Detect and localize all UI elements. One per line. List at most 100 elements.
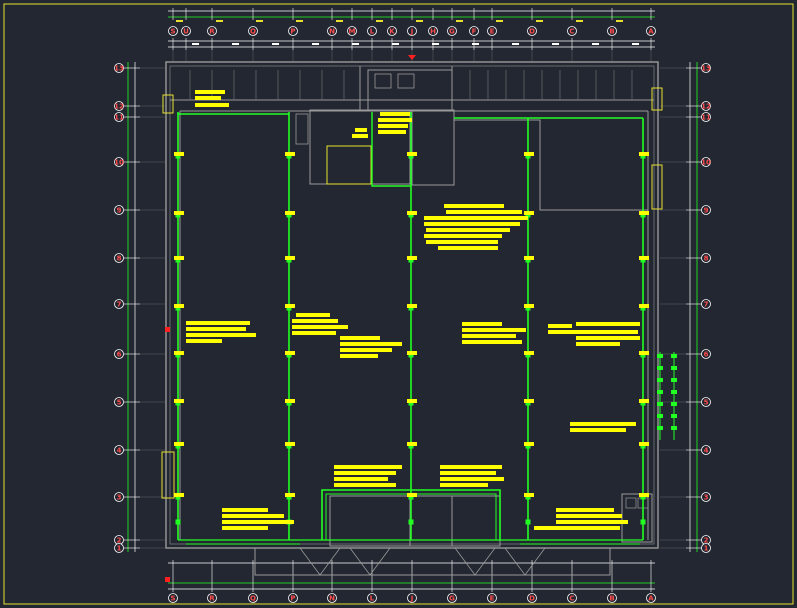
side-bump-left xyxy=(161,451,175,499)
axis-label-right: 3 xyxy=(704,494,709,502)
pipe-branch-center xyxy=(371,112,411,187)
pipe-tag xyxy=(426,240,498,244)
canopy xyxy=(254,548,611,576)
axis-label-top: L xyxy=(370,28,375,36)
axis-bubble-bottom xyxy=(487,593,497,603)
axis-label-bottom: Q xyxy=(250,595,256,603)
pipe-tag xyxy=(186,333,256,337)
pipe-tag xyxy=(222,520,294,524)
pipe-tag xyxy=(222,526,268,530)
dim-text-mark xyxy=(456,20,463,22)
pipe-tag xyxy=(407,351,417,355)
pipe-tag xyxy=(352,134,368,138)
markers xyxy=(165,55,416,582)
pipe-fitting xyxy=(640,519,646,525)
axis-label-left: 1 xyxy=(117,545,122,553)
axis-bubble-right xyxy=(701,63,711,73)
pipe-tag xyxy=(462,340,522,344)
pipe-tag xyxy=(378,118,412,122)
axis-bubble-bottom xyxy=(607,593,617,603)
axis-bubble-top xyxy=(428,26,438,36)
pipe-tag xyxy=(222,508,268,512)
pipe-tag xyxy=(548,330,638,334)
pipe-tag xyxy=(639,304,649,308)
axis-label-top: F xyxy=(472,28,477,36)
pipe-tag xyxy=(378,124,408,128)
axis-label-left: 13 xyxy=(114,65,124,73)
axis-bubble-left xyxy=(114,101,124,111)
dim-text-mark xyxy=(216,20,223,22)
axis-bubble-left xyxy=(114,445,124,455)
pipe-tag xyxy=(407,304,417,308)
outer-wall xyxy=(165,61,659,549)
axis-bubble-top xyxy=(248,26,258,36)
pipe-tag xyxy=(174,399,184,403)
pipe-tag xyxy=(285,211,295,215)
pipe-tag xyxy=(446,210,522,214)
axis-label-right: 2 xyxy=(704,537,709,545)
axis-bubble-bottom xyxy=(447,593,457,603)
pipe-tag xyxy=(440,483,488,487)
axis-label-right: 7 xyxy=(704,301,709,309)
dim-text-mark xyxy=(336,20,343,22)
pipe-tag xyxy=(639,211,649,215)
axis-label-bottom: S xyxy=(170,595,175,603)
axis-bubble-bottom xyxy=(367,593,377,603)
pipe-tag xyxy=(195,90,225,94)
axis-label-top: S xyxy=(170,28,175,36)
pipe-tag xyxy=(407,442,417,446)
pipe-tag xyxy=(438,246,498,250)
axis-bubble-top xyxy=(487,26,497,36)
axis-label-left: 6 xyxy=(117,351,122,359)
dim-text-mark xyxy=(416,20,423,22)
axis-label-bottom: J xyxy=(410,595,414,603)
dim-text-mark xyxy=(376,20,383,22)
axis-label-top: U xyxy=(183,28,189,36)
axis-label-bottom: R xyxy=(209,595,215,603)
stair-core xyxy=(367,69,453,111)
pipe-tag xyxy=(174,256,184,260)
pipe-tag xyxy=(186,339,222,343)
axis-bubble-top xyxy=(407,26,417,36)
axis-label-left: 4 xyxy=(117,447,122,455)
pipe-tag xyxy=(524,399,534,403)
dimension-lines xyxy=(124,8,702,592)
pipe-tag xyxy=(378,130,406,134)
dim-text-mark xyxy=(552,43,559,45)
pipe-tag xyxy=(285,493,295,497)
axis-label-top: A xyxy=(648,28,654,36)
pipe-tag xyxy=(444,204,504,208)
axis-bubble-top xyxy=(447,26,457,36)
marker-bottom xyxy=(165,577,170,582)
axis-label-top: B xyxy=(609,28,614,36)
pipe-tag xyxy=(407,152,417,156)
axis-label-top: G xyxy=(449,28,455,36)
pipe-tag xyxy=(296,313,330,317)
axis-bubble-left xyxy=(114,205,124,215)
axis-bubble-top xyxy=(347,26,357,36)
axis-bubble-left xyxy=(114,157,124,167)
dim-text-mark xyxy=(512,43,519,45)
pipe-tag xyxy=(407,399,417,403)
pipe-tag xyxy=(440,465,502,469)
hall-partition xyxy=(454,119,648,211)
pipe-tag xyxy=(334,465,402,469)
dim-text-mark xyxy=(592,43,599,45)
axis-bubble-right xyxy=(701,253,711,263)
axis-bubble-left xyxy=(114,397,124,407)
pipe-tags xyxy=(174,90,649,530)
pipe-network[interactable] xyxy=(175,112,678,545)
axis-label-right: 10 xyxy=(701,159,711,167)
pipe-tag xyxy=(334,483,396,487)
pipe-tag xyxy=(570,428,626,432)
pipe-entrance-loop xyxy=(321,489,501,540)
axis-bubble-bottom xyxy=(567,593,577,603)
dim-text-mark xyxy=(312,43,319,45)
axis-label-top: C xyxy=(569,28,574,36)
frame-border xyxy=(3,3,794,605)
pipe-tag xyxy=(576,336,640,340)
dim-text-mark xyxy=(176,20,183,22)
dim-text-mark xyxy=(192,43,199,45)
